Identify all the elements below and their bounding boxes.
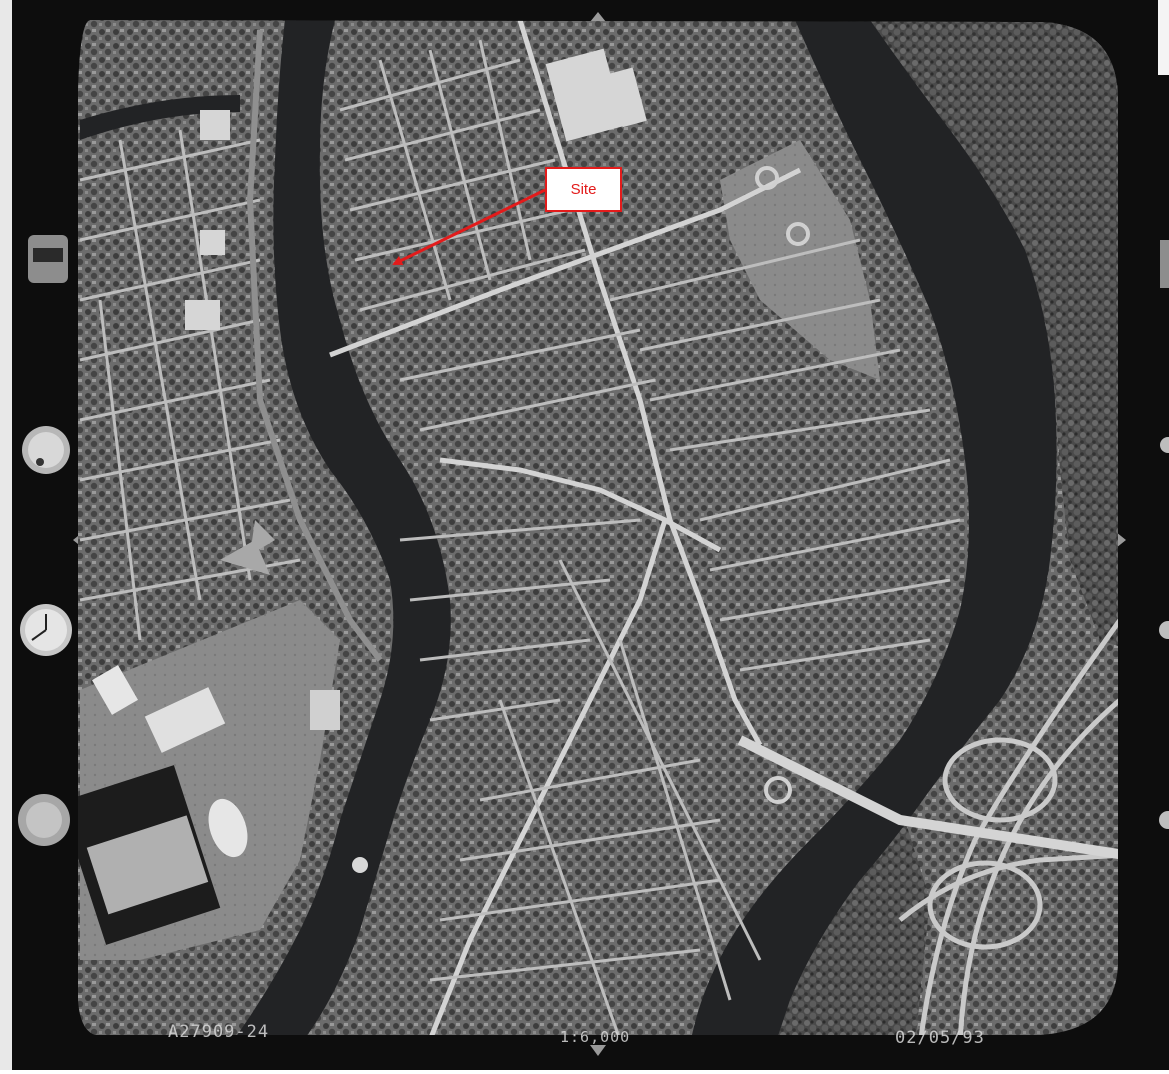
- photo-date: 02/05/93: [895, 1028, 985, 1048]
- forest-southeast: [770, 820, 930, 1035]
- river-west: [230, 20, 451, 1035]
- street-grid: [79, 39, 961, 1035]
- photo-scale: 1:6,000: [560, 1028, 631, 1046]
- site-callout: Site: [545, 167, 622, 212]
- bridge: [737, 735, 1118, 860]
- river-east: [690, 20, 1057, 1035]
- park-east: [720, 140, 880, 380]
- frame-number: A27909-24: [168, 1022, 270, 1042]
- institutional-buildings: [185, 48, 647, 330]
- site-arrow: [392, 188, 546, 266]
- stadium: [78, 665, 340, 945]
- photo-frame: [78, 20, 1118, 1035]
- site-label: Site: [570, 181, 597, 198]
- forest-east: [845, 20, 1118, 650]
- film-margin-instruments: [18, 0, 1169, 846]
